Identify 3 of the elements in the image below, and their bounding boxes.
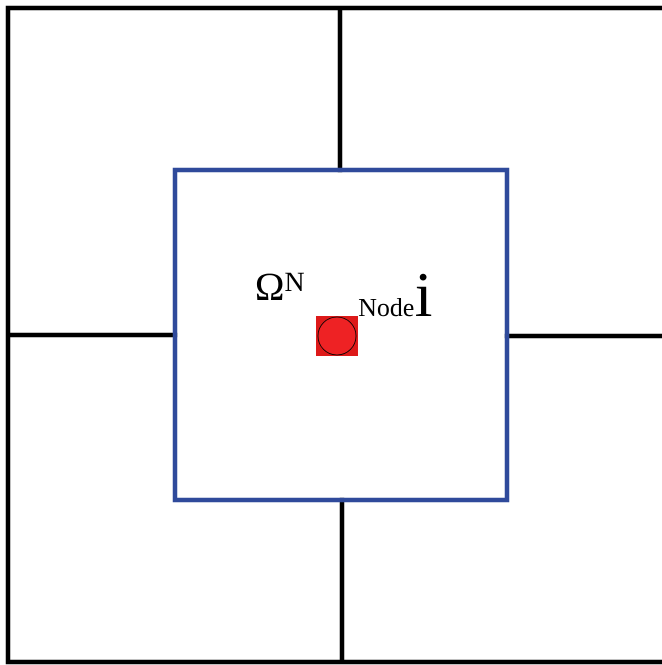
- region-label: Ω$^{N}$: [256, 272, 304, 300]
- node-index: i: [416, 274, 432, 316]
- node-label: Node: [358, 298, 414, 316]
